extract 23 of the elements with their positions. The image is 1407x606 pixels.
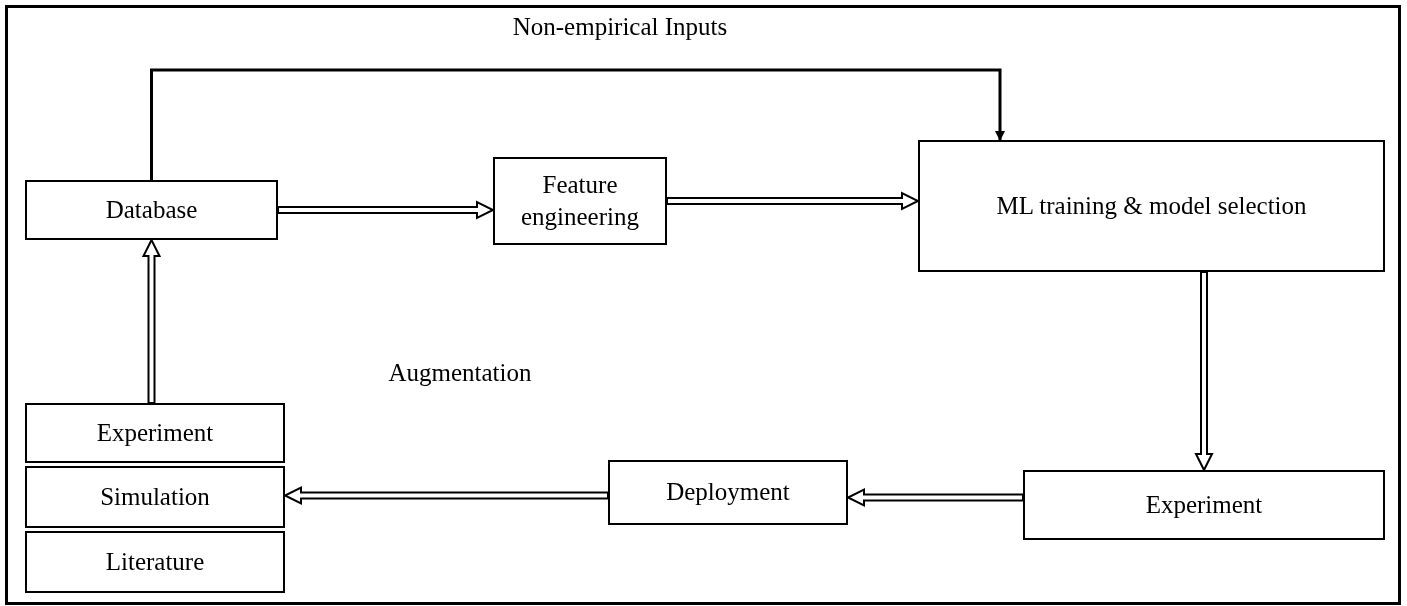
box-label: ML training & model selection	[996, 190, 1307, 221]
box-label: Simulation	[100, 481, 210, 512]
process-box	[25, 466, 285, 528]
process-box	[1023, 470, 1385, 540]
box-label: Experiment	[96, 417, 214, 448]
process-box	[25, 180, 278, 240]
double-arrow	[845, 487, 1024, 508]
double-arrow	[282, 485, 609, 506]
box-label: Literature	[105, 546, 205, 577]
process-box	[25, 403, 285, 463]
box-label: Database	[105, 194, 198, 225]
double-arrow	[666, 191, 921, 211]
box-label: Feature engineering	[520, 169, 640, 232]
double-arrow	[141, 237, 162, 404]
process-box	[608, 460, 848, 525]
box-label: Deployment	[666, 477, 790, 508]
process-box	[493, 157, 667, 245]
double-arrow	[1194, 271, 1214, 473]
process-box	[25, 531, 285, 593]
arrow	[150, 68, 1005, 180]
process-box	[918, 140, 1385, 272]
box-label: Experiment	[1145, 489, 1263, 520]
double-arrow	[277, 200, 496, 220]
